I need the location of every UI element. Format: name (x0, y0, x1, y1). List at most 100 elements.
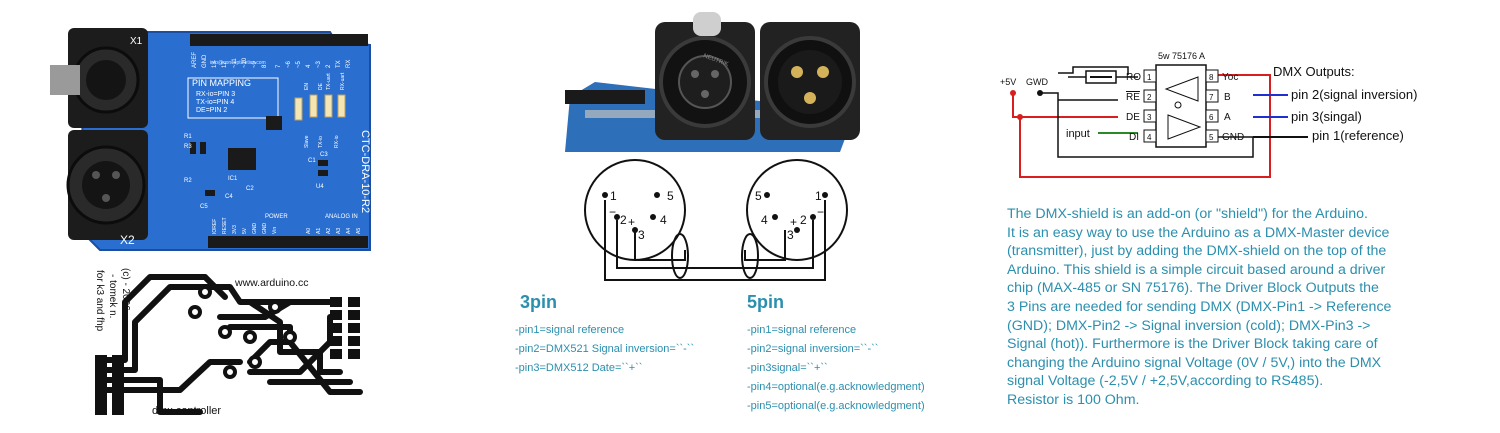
description-line: Arduino. This shield is a simple circuit… (1007, 261, 1386, 278)
hdr-bot-2: 3V3 (232, 225, 238, 234)
chip-pin-2: 2 (1147, 93, 1152, 102)
jumper-label-1: DE (318, 82, 324, 90)
hdr-top-10: ~5 (296, 60, 302, 68)
pcb-layout: www.arduino.cc dmx controller (c) - 2006… (94, 268, 363, 417)
comp-r1: R1 (184, 134, 192, 140)
hdr-top-2: 13 (212, 61, 218, 68)
description-line: It is an easy way to use the Arduino as … (1007, 224, 1390, 241)
chip-pin-6: 6 (1209, 113, 1214, 122)
pin5-line: -pin3signal=``+`` (747, 362, 828, 374)
chip-pin-1: 1 (1147, 73, 1152, 82)
red-wire-de (1012, 93, 1118, 118)
output-pin3: pin 3(singal) (1291, 109, 1362, 124)
pin3-list: -pin1=signal reference -pin2=DMX521 Sign… (515, 321, 694, 378)
left-plus: + (628, 215, 635, 229)
chip-label: 5w 75176 A (1158, 51, 1205, 61)
pin-mapping-line-2: DE=PIN 2 (196, 107, 227, 114)
pin3-line: -pin1=signal reference (515, 324, 625, 336)
hdr-top-1: GND (202, 54, 208, 68)
hdr-ana-2: A2 (326, 228, 332, 234)
pin3-line: -pin3=DMX512 Date=``+`` (515, 362, 643, 374)
pcb-vias (188, 285, 297, 379)
hdr-bot-1: RESET (222, 217, 228, 234)
supply-gnd-label: GWD (1026, 77, 1048, 87)
pin5-line: -pin4=optional(e.g.acknowledgment) (747, 381, 925, 393)
wire-pin1 (604, 200, 826, 281)
jumper-label-0: EN (304, 83, 310, 90)
jumper-block (294, 94, 346, 121)
chip-right-pins: 8 7 6 5 Yoc B A GND (1205, 69, 1244, 143)
hdr-ana-4: A4 (346, 228, 352, 234)
shield-board (80, 32, 370, 250)
hdr-top-14: TX (336, 60, 342, 68)
left-minus: − (609, 205, 616, 219)
pin3-line: -pin2=DMX521 Signal inversion=``-`` (515, 343, 695, 355)
description-line: signal Voltage (-2,5V / +2,5V,according … (1007, 373, 1324, 390)
pcb-website: www.arduino.cc (234, 277, 309, 289)
gnd-wire (1040, 92, 1254, 158)
hdr-top-5: ~10 (242, 57, 248, 68)
comp-ic1: IC1 (228, 176, 238, 182)
pcb-pads-right (330, 297, 360, 359)
hdr-ana-0: A0 (306, 228, 312, 234)
right-plus: + (790, 215, 797, 229)
pcb-credits: (c) - 2006 - tomek n. for k3 and fhp (94, 268, 131, 332)
pcb-label: dmx controller (152, 405, 221, 417)
chip-pin-di: DI (1129, 132, 1139, 143)
hdr-top-12: ~3 (316, 60, 322, 68)
xlr-connector-x2 (66, 130, 148, 240)
pin5-line: -pin2=signal inversion=``-`` (747, 343, 879, 355)
jumper-label-5: RX-uart (340, 72, 346, 90)
header-bottom-labels: IOREF RESET 3V3 5V GND GND Vin A0 A1 A2 … (212, 217, 362, 234)
wire-pin3-left (634, 228, 686, 261)
left-pin-1: 1 (610, 189, 617, 203)
description-line: (GND); DMX-Pin2 -> Signal inversion (col… (1007, 317, 1371, 334)
dmx-shield-photo: AREF GND 13 12 ~11 ~10 ~9 8 7 ~6 ~5 4 ~3… (50, 28, 371, 251)
left-pin-2: 2 (620, 213, 627, 227)
pcb-pads-left (95, 355, 124, 415)
cable-marker-left (671, 233, 689, 279)
description-line: (transmitter), just by adding the DMX-sh… (1007, 243, 1387, 260)
chip-pin-7: 7 (1209, 93, 1214, 102)
comp-c2: C2 (246, 186, 254, 192)
comp-c3: C3 (320, 152, 328, 158)
pin-mapping-line-0: RX-io=PIN 3 (196, 91, 235, 98)
chip-pin-b: B (1224, 92, 1231, 103)
top-header (190, 34, 368, 46)
pcb-credit-0: (c) - 2006 (120, 268, 131, 311)
hdr-top-9: ~6 (286, 60, 292, 68)
maker-url: info@conceptinetics.com (210, 60, 266, 66)
pin-mapping-line-1: TX-io=PIN 4 (196, 99, 234, 106)
description-line: The DMX-shield is an add-on (or "shield"… (1007, 206, 1368, 222)
jumper-labels: EN DE Slave TX-uart TX-io RX-uart RX-io (304, 72, 346, 148)
xlr-5pin-circle (746, 159, 848, 261)
chip-pin-5: 5 (1209, 133, 1214, 142)
analog-label: ANALOG IN (325, 214, 358, 220)
jumper-label-3: TX-uart (326, 73, 332, 90)
hdr-bot-5: GND (262, 223, 268, 235)
component-labels: R1 R2 R3 IC1 C1 C2 C3 C4 C5 U4 (184, 134, 328, 210)
xlr-female-photo: NEUTRIK (655, 12, 755, 140)
bottom-header (208, 236, 368, 248)
right-pin-5: 5 (755, 189, 762, 203)
hdr-top-13: 2 (326, 64, 332, 68)
driver-circuit-schematic: +5V GWD input 5w 75176 A 1 2 3 4 RO RE D… (1000, 51, 1417, 178)
hdr-top-3: 12 (222, 61, 228, 68)
description-line: Signal (hot)). Furthermore is the Driver… (1007, 336, 1378, 353)
xlr-male-photo (760, 22, 860, 140)
hdr-top-7: 8 (262, 64, 268, 68)
ic1-chip (228, 148, 256, 170)
hdr-top-11: 4 (306, 64, 312, 68)
description-line: chip (MAX-485 or SN 75176). The Driver B… (1007, 280, 1379, 297)
description-line: changing the Arduino signal Voltage (0V … (1007, 354, 1382, 371)
chip-pin-re: RE (1126, 92, 1140, 103)
header-top-labels: AREF GND 13 12 ~11 ~10 ~9 8 7 ~6 ~5 4 ~3… (192, 52, 352, 68)
hdr-bot-6: Vin (272, 227, 278, 234)
hdr-top-15: RX (346, 60, 352, 68)
xlr-connector-photo: NEUTRIK (565, 12, 860, 152)
comp-r2: R2 (184, 178, 192, 184)
pin5-list: -pin1=signal reference -pin2=signal inve… (747, 321, 925, 416)
x2-label: X2 (120, 233, 135, 247)
hdr-top-8: 7 (276, 64, 282, 68)
chip-pin-8: 8 (1209, 73, 1214, 82)
